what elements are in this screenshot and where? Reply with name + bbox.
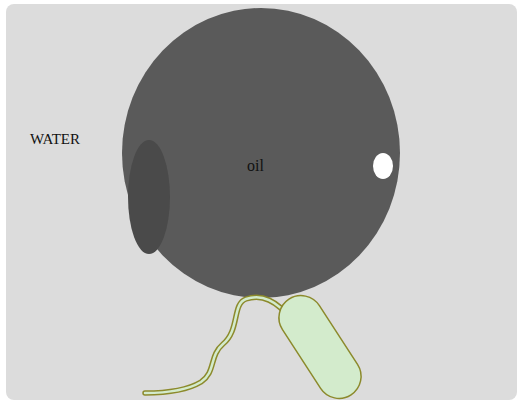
oil-droplet: oil bbox=[122, 8, 400, 298]
water-region: WATER oil bbox=[6, 4, 517, 400]
oil-droplet-label: oil bbox=[247, 157, 264, 175]
region-fill bbox=[6, 4, 517, 400]
droplet-body bbox=[122, 8, 400, 298]
oil-droplet-shape bbox=[122, 8, 400, 298]
droplet-shadow bbox=[128, 140, 170, 254]
droplet-highlight bbox=[373, 153, 393, 179]
water-region-label: WATER bbox=[30, 131, 80, 148]
